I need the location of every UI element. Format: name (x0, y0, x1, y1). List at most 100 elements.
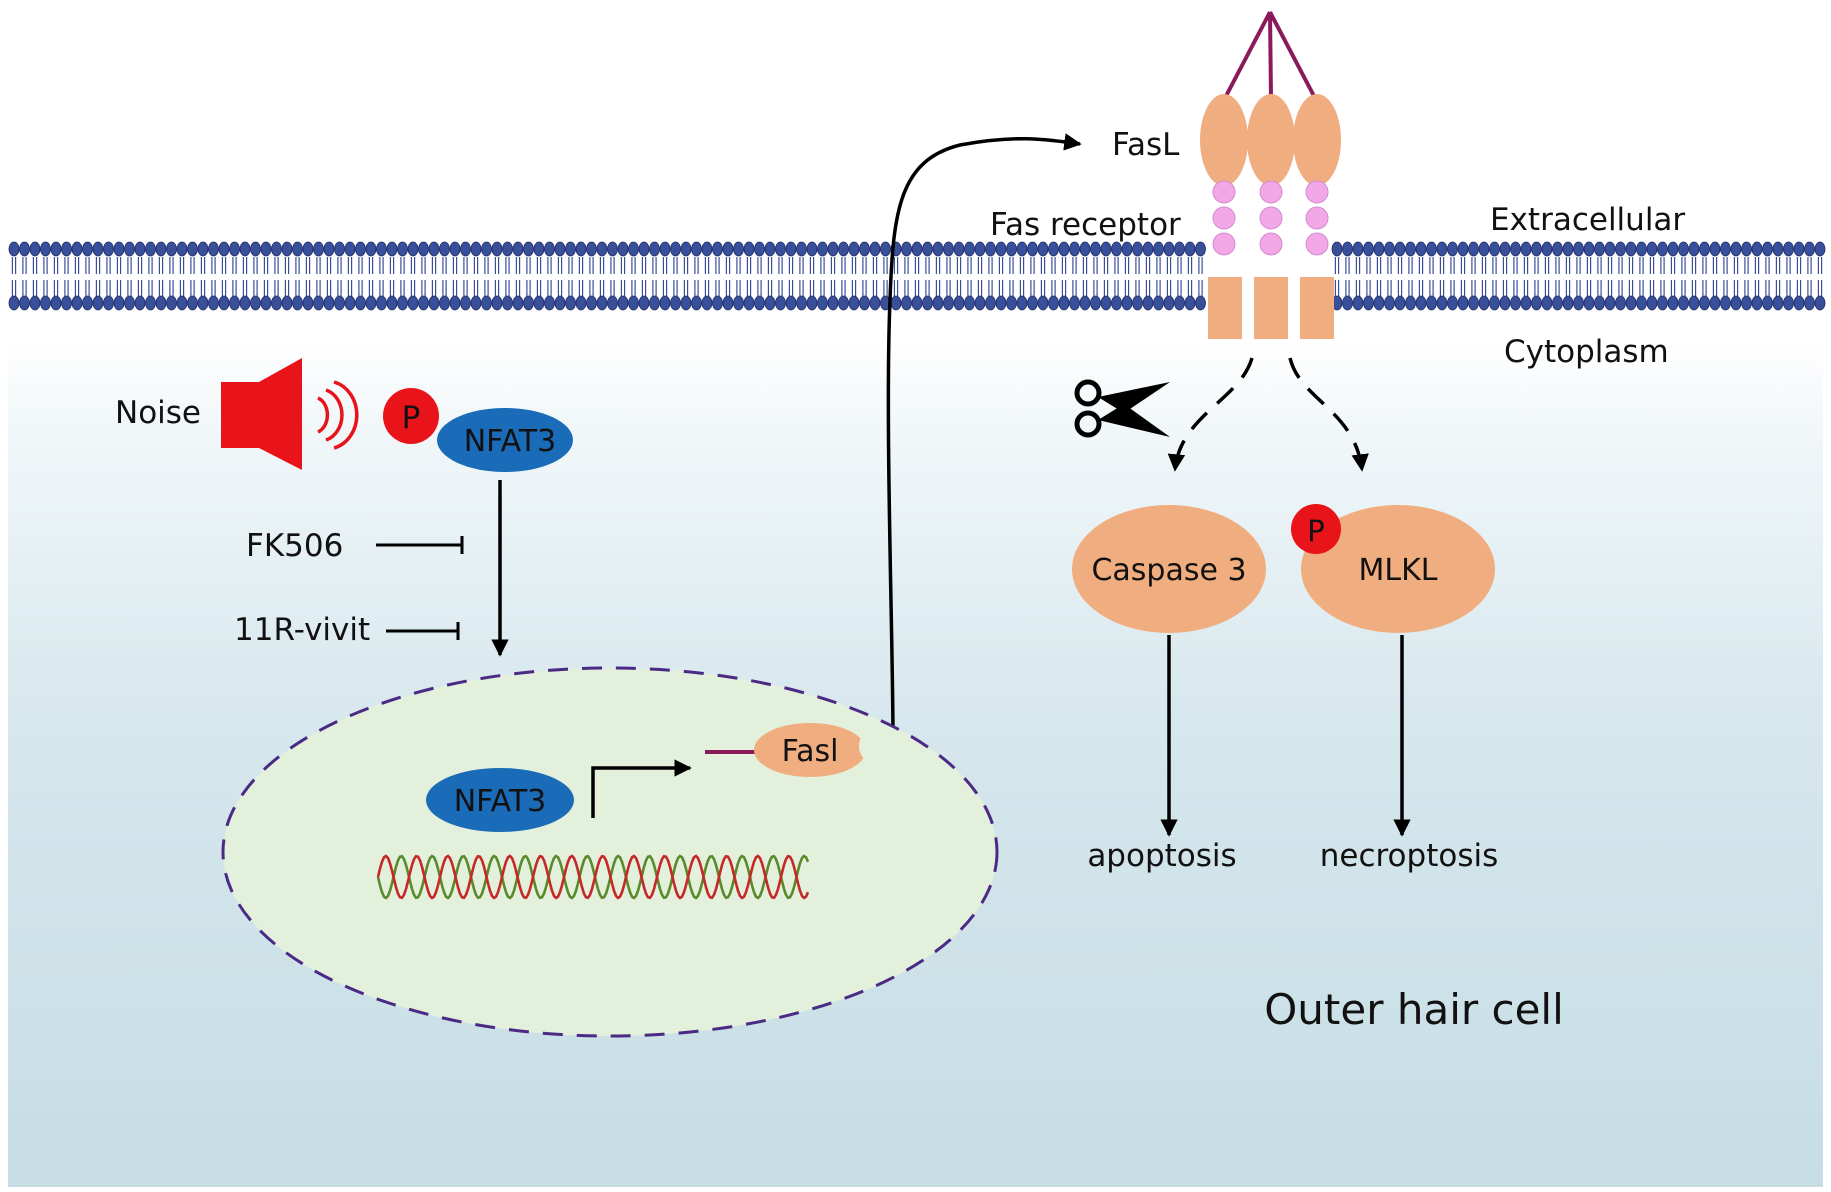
lipid-head (470, 241, 482, 257)
lipid-head (1531, 295, 1542, 311)
lipid-head (1730, 241, 1742, 257)
lipid-head (1121, 295, 1133, 311)
lipid-head (974, 241, 986, 257)
lipid-head (1090, 241, 1101, 257)
lipid-head (1510, 241, 1521, 257)
lipid-head (1688, 295, 1700, 311)
lipid-head (281, 295, 293, 311)
lipid-head (281, 241, 293, 257)
lipid-head (701, 295, 713, 311)
lipid-head (103, 241, 114, 257)
lipid-head (1678, 295, 1689, 311)
lipid-head (1447, 241, 1458, 257)
lipid-bilayer-membrane (8, 241, 1826, 311)
lipid-head (302, 295, 314, 311)
lipid-head (92, 295, 104, 311)
lipid-head (145, 295, 156, 311)
lipid-head (680, 295, 692, 311)
mlkl-node (1301, 505, 1495, 633)
lipid-head (344, 241, 356, 257)
lipid-head (1625, 295, 1637, 311)
lipid-head (523, 295, 534, 311)
apoptosis-label: apoptosis (1087, 838, 1236, 874)
lipid-head (229, 241, 240, 257)
lipid-head (1058, 241, 1070, 257)
lipid-head (50, 295, 62, 311)
lipid-head (1405, 295, 1416, 311)
lipid-head (334, 295, 345, 311)
lipid-head (806, 295, 818, 311)
extracellular-space (0, 0, 1831, 245)
lipid-head (8, 295, 20, 311)
lipid-head (1499, 241, 1511, 257)
lipid-head (1436, 295, 1448, 311)
lipid-head (1132, 295, 1143, 311)
lipid-head (1174, 241, 1185, 257)
lipid-head (659, 241, 671, 257)
lipid-head (1646, 241, 1658, 257)
lipid-head (365, 295, 377, 311)
cell-type-label: Outer hair cell (1264, 985, 1564, 1034)
lipid-head (722, 295, 734, 311)
lipid-head (439, 295, 450, 311)
lipid-head (1457, 295, 1469, 311)
lipid-head (1520, 295, 1532, 311)
lipid-head (985, 241, 996, 257)
lipid-head (638, 295, 650, 311)
lipid-head (1174, 295, 1185, 311)
lipid-head (239, 295, 251, 311)
lipid-head (1153, 295, 1164, 311)
mlkl-label: MLKL (1359, 553, 1438, 588)
lipid-head (92, 241, 104, 257)
lipid-head (1720, 241, 1731, 257)
lipid-head (995, 295, 1007, 311)
lipid-head (911, 295, 923, 311)
nucleus (221, 666, 999, 1038)
lipid-head (1615, 241, 1626, 257)
lipid-head (134, 295, 146, 311)
caspase-branch-arrow (1167, 357, 1254, 472)
lipid-head (1562, 241, 1574, 257)
lipid-head (554, 295, 566, 311)
fasl-trimer (1200, 11, 1341, 186)
nfat3-nuclear (426, 768, 574, 832)
lipid-head (260, 241, 272, 257)
lipid-head (901, 241, 912, 257)
lipid-head (985, 295, 996, 311)
lipid-head (460, 295, 471, 311)
lipid-head (1405, 241, 1416, 257)
lipid-head (1604, 295, 1616, 311)
lipid-head (1342, 295, 1353, 311)
lipid-head (481, 241, 492, 257)
lipid-head (61, 295, 72, 311)
lipid-head (376, 241, 387, 257)
lipid-head (1342, 241, 1353, 257)
fasl-ligand-label: FasL (1112, 127, 1180, 163)
lipid-head (1163, 295, 1175, 311)
lipid-head (1027, 295, 1038, 311)
lipid-head (1741, 295, 1752, 311)
lipid-head (1499, 295, 1511, 311)
lipid-head (712, 295, 723, 311)
lipid-head (1069, 295, 1080, 311)
lipid-head (1426, 295, 1437, 311)
lipid-head (1016, 241, 1028, 257)
lipid-head (313, 241, 324, 257)
lipid-head (292, 295, 303, 311)
lipid-head (638, 241, 650, 257)
noise-label: Noise (115, 395, 201, 431)
necroptosis-label: necroptosis (1320, 838, 1499, 874)
lipid-head (649, 295, 660, 311)
lipid-head (1090, 295, 1101, 311)
lipid-head (1363, 295, 1374, 311)
lipid-head (1394, 295, 1406, 311)
lipid-head (806, 241, 818, 257)
lipid-head (302, 241, 314, 257)
lipid-head (1720, 295, 1731, 311)
lipid-head (82, 241, 93, 257)
lipid-head (512, 295, 524, 311)
lipid-head (386, 241, 398, 257)
lipid-head (292, 241, 303, 257)
lipid-head (775, 295, 786, 311)
lipid-head (1573, 241, 1584, 257)
